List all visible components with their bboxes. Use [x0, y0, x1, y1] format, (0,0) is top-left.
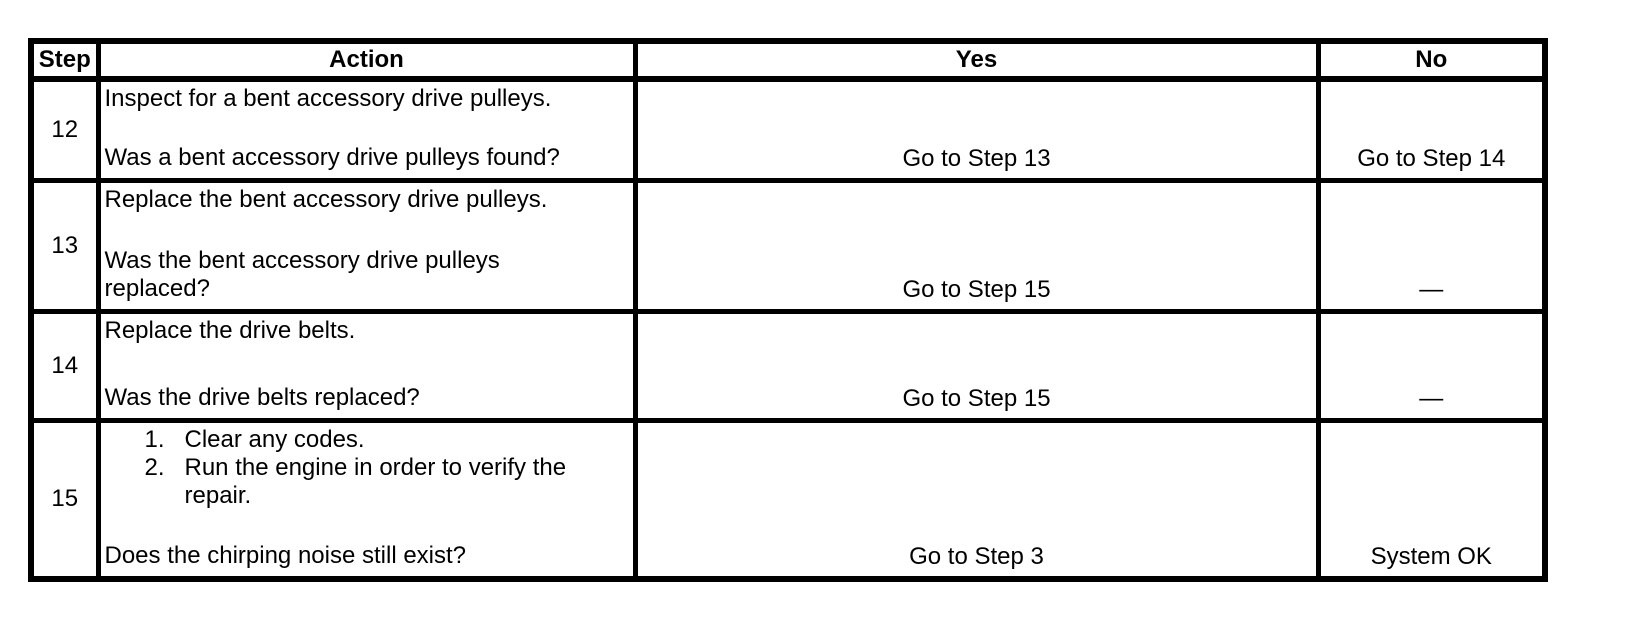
table-row: 13 Replace the bent accessory drive pull…: [28, 177, 1548, 314]
list-item-text: Run the engine in order to verify the re…: [184, 453, 567, 509]
action-cell: Inspect for a bent accessory drive pulle…: [95, 76, 638, 183]
action-cell: 1. Clear any codes. 2. Run the engine in…: [95, 417, 638, 582]
step-number: 15: [28, 417, 101, 582]
table-row: 14 Replace the drive belts. Was the driv…: [28, 308, 1548, 423]
yes-cell: Go to Step 15: [632, 177, 1321, 314]
step-number: 14: [28, 308, 101, 423]
list-item-number: 2.: [144, 453, 165, 481]
action-cell: Replace the bent accessory drive pulleys…: [95, 177, 638, 314]
action-numbered-list: 1. Clear any codes. 2. Run the engine in…: [105, 426, 629, 510]
header-cell-no: No: [1315, 38, 1548, 82]
yes-cell: Go to Step 13: [632, 76, 1321, 183]
no-cell: —: [1315, 308, 1548, 423]
action-instruction: Replace the bent accessory drive pulleys…: [104, 185, 548, 213]
action-question: Was the drive belts replaced?: [104, 383, 420, 411]
action-instruction: Replace the drive belts.: [104, 316, 356, 344]
action-instruction: Inspect for a bent accessory drive pulle…: [104, 85, 552, 112]
yes-cell: Go to Step 15: [632, 308, 1321, 423]
no-cell: Go to Step 14: [1315, 76, 1548, 183]
action-question: Does the chirping noise still exist?: [104, 542, 467, 569]
no-cell: —: [1315, 177, 1548, 314]
list-item-text: Clear any codes.: [184, 425, 365, 453]
header-cell-action: Action: [95, 38, 638, 82]
diagnostic-steps-table: Step Action Yes No 12 Inspect for a bent…: [28, 38, 1548, 582]
step-number: 13: [28, 177, 101, 314]
list-item: 1. Clear any codes.: [105, 426, 629, 454]
header-row: Step Action Yes No: [28, 38, 1548, 82]
step-number: 12: [28, 76, 101, 183]
table-row: 15 1. Clear any codes. 2. Run the engine…: [28, 417, 1548, 582]
yes-cell: Go to Step 3: [632, 417, 1321, 582]
no-cell: System OK: [1315, 417, 1548, 582]
action-cell: Replace the drive belts. Was the drive b…: [95, 308, 638, 423]
header-cell-step: Step: [28, 38, 101, 82]
action-question: Was a bent accessory drive pulleys found…: [104, 143, 560, 171]
header-cell-yes: Yes: [632, 38, 1321, 82]
table-row: 12 Inspect for a bent accessory drive pu…: [28, 76, 1548, 183]
action-question: Was the bent accessory drive pulleys rep…: [104, 246, 500, 302]
list-item: 2. Run the engine in order to verify the…: [105, 454, 629, 510]
list-item-number: 1.: [144, 425, 165, 453]
